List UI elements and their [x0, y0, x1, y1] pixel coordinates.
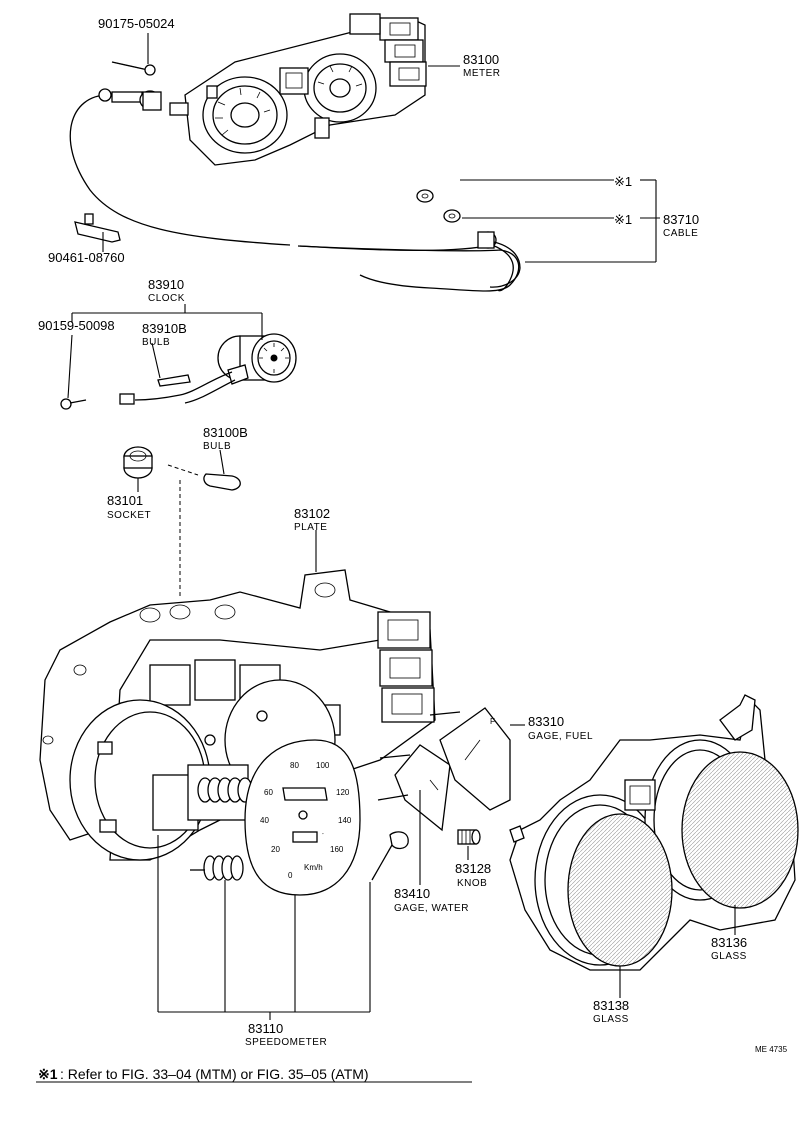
ref-mark-lower: ※1	[614, 212, 632, 227]
dial-number-40: 40	[260, 816, 269, 825]
footnote-text: : Refer to FIG. 33–04 (MTM) or FIG. 35–0…	[60, 1066, 369, 1082]
label-83138-number: 83138	[593, 998, 629, 1013]
ref-mark-upper: ※1	[614, 174, 632, 189]
dial-number-zero: 0	[288, 871, 293, 880]
dial-number-140: 140	[338, 816, 352, 825]
label-83100B-number: 83100B	[203, 425, 248, 440]
dial-stub: ·	[321, 829, 325, 838]
bulb-83910B-drawing	[157, 374, 191, 387]
label-83102-name: PLATE	[294, 522, 327, 533]
dial-number-20: 20	[271, 845, 280, 854]
label-83910-name: CLOCK	[148, 293, 185, 304]
bulb-83100B-drawing	[203, 473, 241, 491]
svg-text:F: F	[490, 717, 495, 726]
label-83100B-name: BULB	[203, 441, 231, 452]
knob-83128-drawing	[457, 829, 481, 845]
label-83710-name: CABLE	[663, 228, 698, 239]
label-83410-name: GAGE, WATER	[394, 903, 469, 914]
label-83101-number: 83101	[107, 493, 143, 508]
label-83410-number: 83410	[394, 886, 430, 901]
socket-83101-drawing	[123, 446, 153, 479]
clip-90461-drawing	[74, 213, 121, 243]
leader-clock	[67, 304, 263, 399]
dial-number-80: 80	[290, 761, 299, 770]
leader-83110	[157, 835, 371, 1020]
clock-83910-drawing	[119, 333, 297, 405]
label-83310-name: GAGE, FUEL	[528, 731, 593, 742]
leader-83710	[460, 179, 660, 263]
dial-number-100: 100	[316, 761, 330, 770]
label-83710-number: 83710	[663, 212, 699, 227]
label-90175-number: 90175-05024	[98, 16, 175, 31]
label-83310-number: 83310	[528, 714, 564, 729]
label-83128-number: 83128	[455, 861, 491, 876]
bulb-alignment-line	[167, 464, 199, 476]
label-83100-number: 83100	[463, 52, 499, 67]
footnote-mark: ※1	[38, 1066, 58, 1082]
speedometer-mechanism-drawing	[152, 764, 253, 881]
label-83910-number: 83910	[148, 277, 184, 292]
label-83138-name: GLASS	[593, 1014, 629, 1025]
label-83910B-name: BULB	[142, 337, 170, 348]
speedometer-dial-numbers: 20 40 60 80 100 120 140 160 0 Km/h	[260, 761, 352, 880]
dial-number-60: 60	[264, 788, 273, 797]
speedometer-dial-drawing: ·	[244, 739, 361, 896]
meter-assembly-drawing	[169, 13, 427, 166]
label-90159-number: 90159-50098	[38, 318, 115, 333]
dial-number-160: 160	[330, 845, 344, 854]
fuel-gauge-83310-drawing: F	[429, 707, 511, 811]
label-83136-name: GLASS	[711, 951, 747, 962]
leader-83100B	[219, 449, 225, 475]
label-83136-number: 83136	[711, 935, 747, 950]
screw-90175-drawing	[111, 61, 156, 76]
diagram-code: ME 4735	[755, 1045, 788, 1054]
water-gauge-83410-drawing	[371, 744, 451, 881]
label-83101-name: SOCKET	[107, 510, 151, 521]
label-83910B-number: 83910B	[142, 321, 187, 336]
label-83100-name: METER	[463, 68, 501, 79]
label-90461-number: 90461-08760	[48, 250, 125, 265]
label-83110-number: 83110	[248, 1021, 283, 1036]
glass-83138-drawing	[567, 813, 673, 967]
cable-drawing	[69, 88, 521, 292]
label-83110-name: SPEEDOMETER	[245, 1037, 327, 1048]
label-83102-number: 83102	[294, 506, 330, 521]
glass-83136-drawing	[681, 751, 799, 909]
dial-number-120: 120	[336, 788, 350, 797]
label-83128-name: KNOB	[457, 878, 487, 889]
dial-unit: Km/h	[304, 863, 323, 872]
screw-90159-drawing	[60, 398, 87, 410]
